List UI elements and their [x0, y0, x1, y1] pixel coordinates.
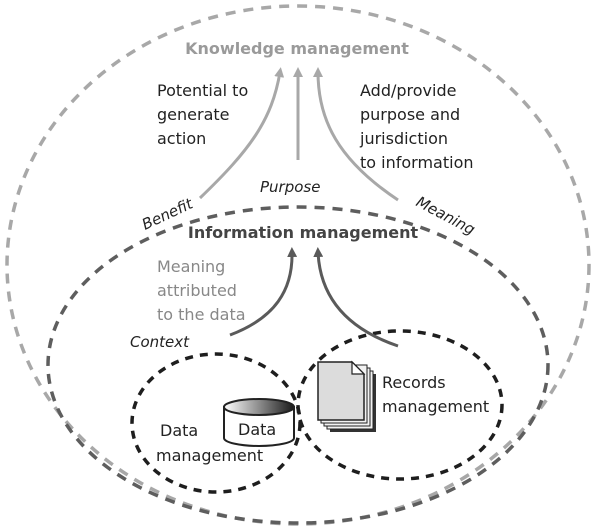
svg-text:Potential to: Potential to: [157, 81, 248, 100]
benefit-arrow: [198, 67, 285, 200]
document-stack-icon: [317, 360, 376, 432]
svg-text:attributed: attributed: [157, 281, 237, 300]
svg-text:to the data: to the data: [157, 305, 246, 324]
svg-text:jurisdiction: jurisdiction: [359, 129, 448, 148]
records-management-boundary: [296, 329, 504, 481]
context-arrow: [229, 247, 298, 337]
svg-text:Add/provide: Add/provide: [360, 81, 456, 100]
data-management-label-line1: Data: [160, 421, 198, 440]
svg-text:action: action: [157, 129, 206, 148]
records-arrow: [313, 247, 399, 348]
svg-text:purpose and: purpose and: [360, 105, 460, 124]
meaning-attributed-note: Meaning attributed to the data: [157, 257, 246, 324]
records-management-label-line2: management: [382, 397, 489, 416]
potential-note: Potential to generate action: [157, 81, 248, 148]
purpose-label: Purpose: [260, 178, 320, 196]
svg-text:generate: generate: [157, 105, 229, 124]
database-icon-label: Data: [238, 420, 276, 439]
information-management-title: Information management: [188, 223, 419, 242]
meaning-arrow: [313, 67, 399, 202]
svg-text:to information: to information: [360, 153, 474, 172]
meaning-label: Meaning: [413, 193, 478, 239]
purpose-jurisdiction-note: Add/provide purpose and jurisdiction to …: [359, 81, 474, 172]
data-management-label-line2: management: [156, 446, 263, 465]
context-label: Context: [130, 333, 190, 351]
svg-text:Meaning: Meaning: [157, 257, 225, 276]
records-management-label-line1: Records: [382, 373, 446, 392]
knowledge-management-title: Knowledge management: [185, 39, 409, 58]
information-management-boundary: [46, 205, 550, 525]
database-cylinder-icon: [223, 398, 295, 447]
